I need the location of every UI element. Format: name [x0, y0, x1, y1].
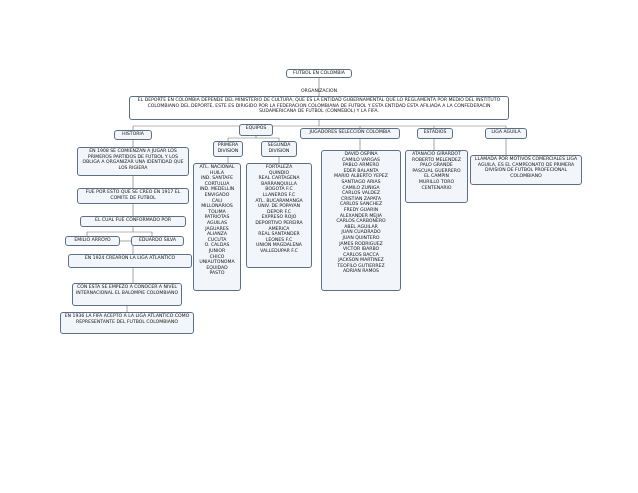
emilio-arroyo-node: EMILIO ARROYO [65, 236, 120, 246]
estadios-node: ESTADIOS [417, 128, 453, 139]
jugadores-node: JUGADORES SELECCION COLOMBIA [300, 128, 400, 139]
historia-internacional-node: CON ESTA SE EMPEZO A CONOCER A NIVEL INT… [72, 283, 182, 306]
historia-1936-node: EN 1936 LA FIFA ACEPTO A LA LIGA ATLANTI… [60, 312, 194, 334]
historia-1917-node: FUE POR ESTO QUE SE CREO EN 1917 EL COMI… [77, 188, 189, 204]
root-node: FUTBOL EN COLOMBIA [286, 69, 352, 78]
historia-node: HISTORIA [114, 130, 152, 140]
eduardo-silva-node: EDUARDO SILVA [131, 236, 184, 246]
segunda-division-teams: FORTALEZA QUINDIO REAL CARTAGENA BARRANQ… [246, 163, 312, 268]
segunda-division-node: SEGUNDA DIVISION [261, 141, 297, 157]
historia-1924-node: EN 1924 CREARON LA LIGA ATLANTICO [68, 254, 192, 268]
historia-conformado-node: EL CUAL FUE CONFORMADO POR [80, 216, 186, 227]
historia-1908-node: EN 1908 SE COMIENZAN A JUGAR LOS PRIMERO… [77, 147, 189, 176]
organizacion-label: ORGANIZACION [300, 89, 338, 94]
estadios-list: ATANACIO GIRARDOT ROBERTO MELENDEZ PALO … [405, 150, 468, 203]
organizacion-node: EL DEPORTE EN COLOMBIA DEPENDE DEL MINIS… [129, 96, 509, 120]
equipos-node: EQUIPOS [239, 124, 273, 136]
primera-division-teams: ATL. NACIONAL HUILA IND. SANTAFE CORTULU… [193, 163, 241, 291]
liga-aguila-desc: LLAMADA POR MOTIVOS COMERCIALES LIGA AGU… [470, 155, 582, 185]
liga-aguila-node: LIGA AGUILA [485, 128, 527, 139]
primera-division-node: PRIMERA DIVISION [213, 141, 243, 157]
jugadores-list: DAVID OSPINA CAMILO VARGAS PABLO ARMERO … [321, 150, 401, 291]
